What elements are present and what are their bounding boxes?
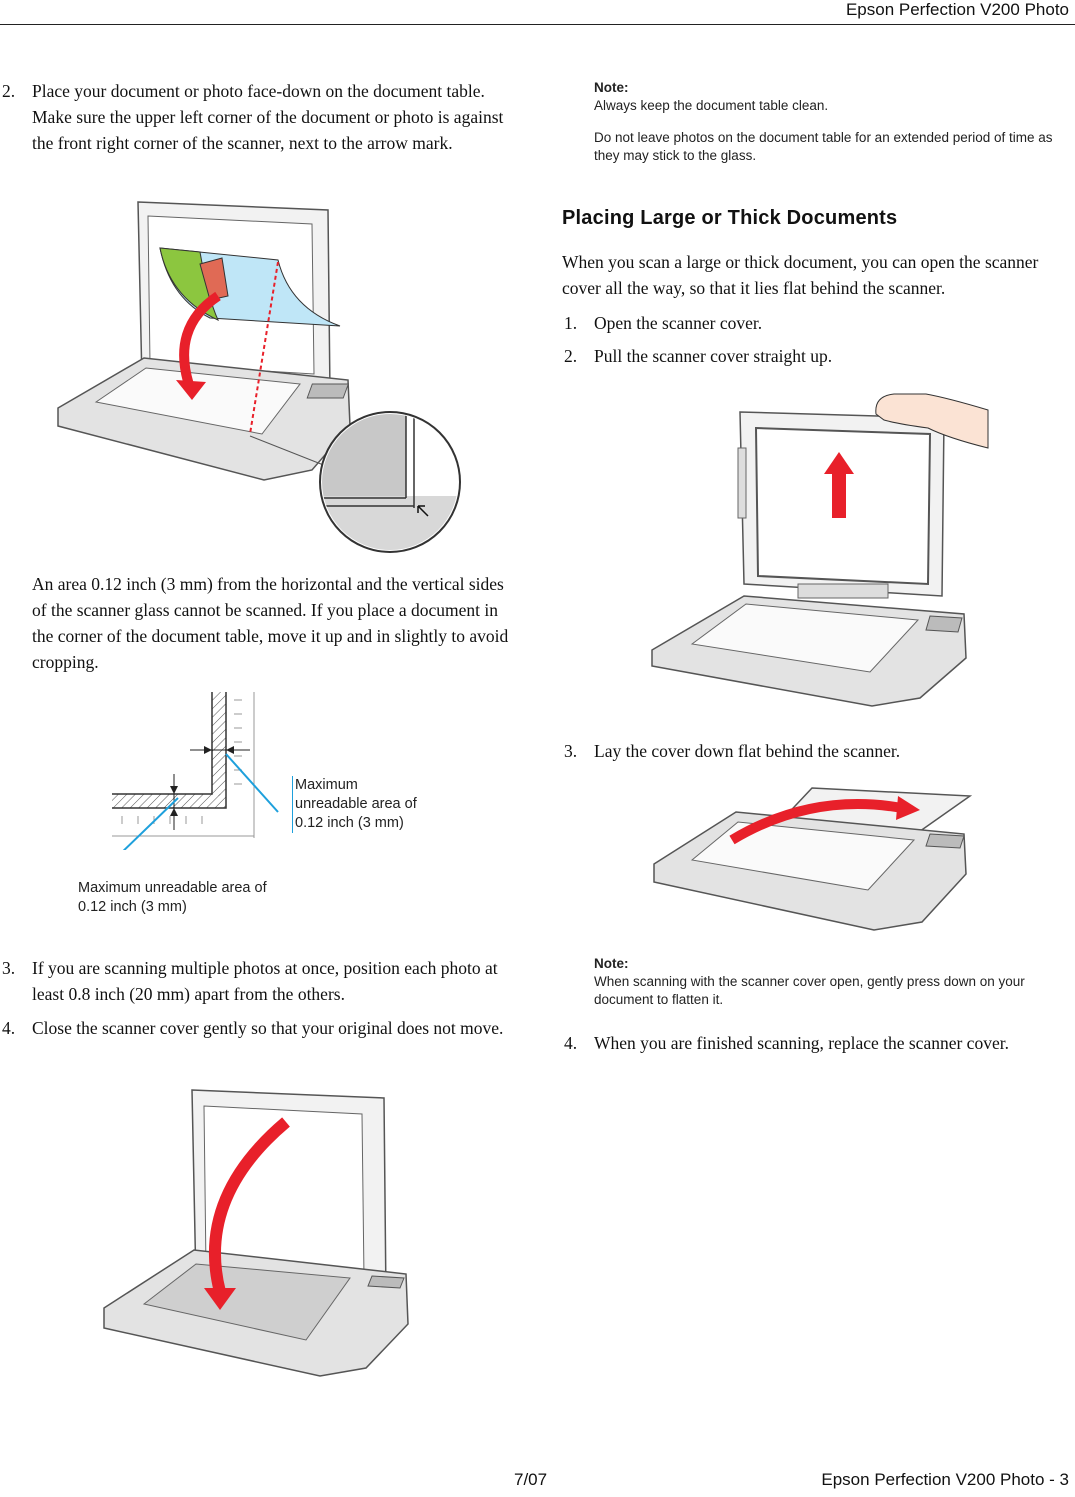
intro-paragraph: When you scan a large or thick document,… [562, 252, 1039, 298]
note-label: Note: [594, 956, 629, 971]
step-text: Lay the cover down flat behind the scann… [594, 741, 901, 761]
callout-line: unreadable area of [295, 796, 417, 812]
footer-page-number: Epson Perfection V200 Photo - 3 [821, 1470, 1069, 1489]
figure-unreadable-area-diagram [78, 690, 378, 850]
footer-date: 7/07 [514, 1470, 548, 1489]
step-number: 1. [564, 313, 578, 333]
right-step-4: 4. When you are finished scanning, repla… [564, 1030, 1074, 1056]
figure-close-scanner-cover [100, 1088, 420, 1378]
right-step-3: 3. Lay the cover down flat behind the sc… [564, 738, 1064, 764]
step-2-place-document: 2. Place your document or photo face-dow… [2, 78, 514, 156]
note-line: Do not leave photos on the document tabl… [594, 130, 1053, 163]
note-press-down: Note: When scanning with the scanner cov… [594, 955, 1070, 1009]
callout-bottom: Maximum unreadable area of 0.12 inch (3 … [78, 879, 267, 917]
figure-place-photo-on-scanner [50, 198, 470, 558]
step-number: 3. [564, 741, 578, 761]
note-label: Note: [594, 80, 629, 95]
callout-line: 0.12 inch (3 mm) [78, 899, 187, 915]
step-number: 4. [2, 1018, 16, 1038]
running-header-title: Epson Perfection V200 Photo [845, 0, 1069, 19]
step-text: If you are scanning multiple photos at o… [32, 958, 498, 1004]
step-3-multiple-photos: 3. If you are scanning multiple photos a… [2, 955, 514, 1007]
unreadable-area-paragraph: An area 0.12 inch (3 mm) from the horizo… [32, 574, 509, 672]
header-rule [0, 24, 1075, 25]
figure-pull-cover-up [648, 388, 993, 714]
step-number: 3. [2, 958, 16, 978]
note-line: Always keep the document table clean. [594, 98, 829, 113]
step-number: 2. [2, 81, 16, 101]
callout-line: Maximum unreadable area of [78, 880, 267, 896]
step-number: 4. [564, 1033, 578, 1053]
right-step-2: 2. Pull the scanner cover straight up. [564, 343, 1064, 369]
section-heading: Placing Large or Thick Documents [562, 207, 898, 229]
step-text: When you are finished scanning, replace … [594, 1033, 1009, 1053]
callout-right: Maximum unreadable area of 0.12 inch (3 … [292, 776, 417, 833]
step-4-close-cover: 4. Close the scanner cover gently so tha… [2, 1015, 514, 1041]
step-text: Close the scanner cover gently so that y… [32, 1018, 504, 1038]
callout-line: Maximum [295, 777, 358, 793]
step-number: 2. [564, 346, 578, 366]
callout-line: 0.12 inch (3 mm) [295, 815, 404, 831]
step-text: Pull the scanner cover straight up. [594, 346, 833, 366]
step-text: Place your document or photo face-down o… [32, 81, 504, 153]
figure-lay-cover-flat [652, 782, 972, 937]
note-keep-clean: Note: Always keep the document table cle… [594, 79, 1064, 165]
step-text: Open the scanner cover. [594, 313, 763, 333]
right-step-1: 1. Open the scanner cover. [564, 310, 1064, 336]
note-text: When scanning with the scanner cover ope… [594, 974, 1025, 1007]
